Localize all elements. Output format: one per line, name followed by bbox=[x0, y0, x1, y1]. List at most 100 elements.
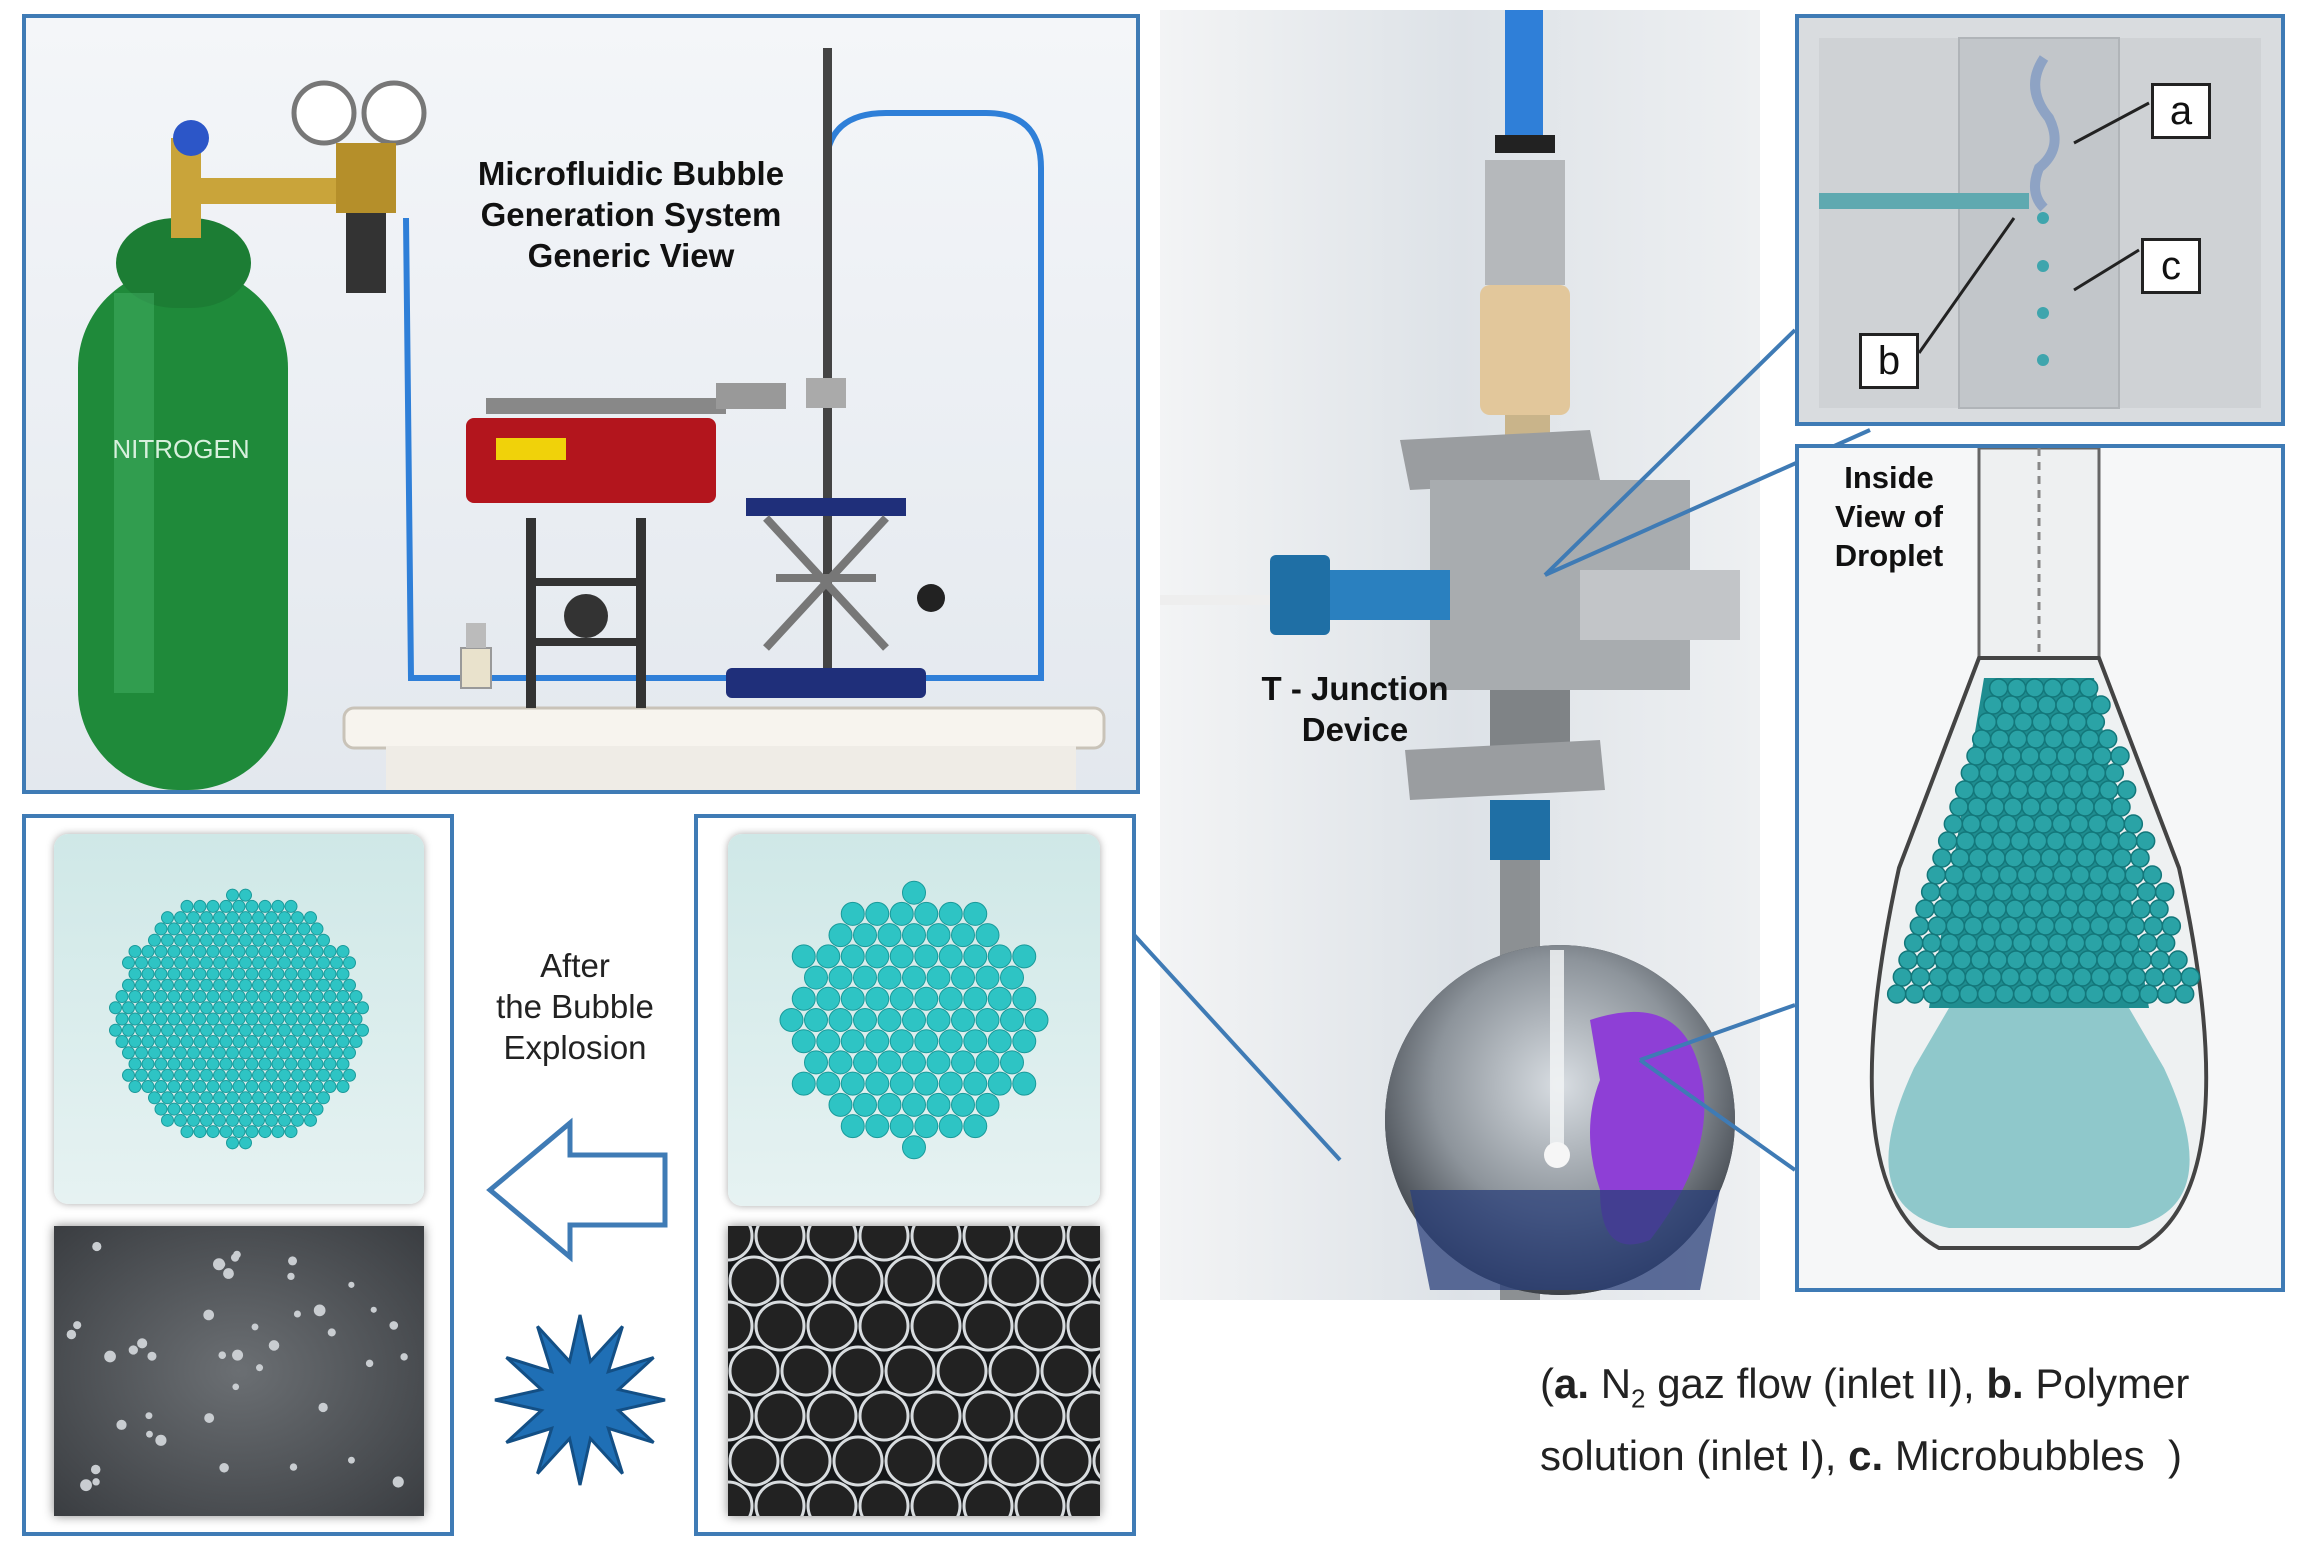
bubble bbox=[951, 1050, 975, 1075]
droplet-bubble bbox=[2013, 712, 2034, 732]
bubble bbox=[109, 1001, 122, 1015]
droplet-bubble bbox=[2042, 950, 2062, 970]
droplet-bubble bbox=[2084, 984, 2105, 1004]
bubble bbox=[889, 1029, 914, 1054]
bubble bbox=[877, 1092, 902, 1117]
sem-particle bbox=[370, 1306, 377, 1313]
droplet-bubble bbox=[1946, 967, 1967, 987]
droplet-bubble bbox=[1966, 746, 1986, 766]
droplet-bubble bbox=[1991, 831, 2012, 851]
bubble bbox=[265, 1046, 278, 1060]
bubble bbox=[804, 1050, 828, 1075]
droplet-bubble bbox=[1995, 712, 2016, 732]
droplet-bubble bbox=[2101, 933, 2122, 953]
droplet-bubble bbox=[1992, 882, 2013, 902]
sem-ring bbox=[780, 1255, 832, 1307]
droplet-bubble bbox=[2100, 882, 2121, 902]
transition-label: After the Bubble Explosion bbox=[475, 945, 675, 1068]
bubble bbox=[297, 1057, 311, 1071]
bubble bbox=[304, 911, 317, 925]
bubble bbox=[258, 1102, 272, 1116]
bubble bbox=[239, 911, 252, 925]
droplet-bubble bbox=[2104, 763, 2125, 783]
bubble bbox=[200, 1113, 213, 1127]
bubble bbox=[219, 1125, 233, 1139]
bubble bbox=[226, 1001, 239, 1015]
sem-ring bbox=[858, 1480, 910, 1516]
droplet-bubble bbox=[1979, 814, 2000, 834]
bubble bbox=[245, 899, 259, 913]
bubble bbox=[297, 1080, 311, 1094]
sem-ring bbox=[936, 1345, 988, 1397]
bubble bbox=[252, 1068, 265, 1082]
before-explosion-panel bbox=[694, 814, 1136, 1536]
bubble bbox=[174, 1113, 187, 1127]
bubble bbox=[914, 1029, 939, 1054]
bubble bbox=[828, 1092, 853, 1117]
sem-ring bbox=[754, 1300, 806, 1352]
droplet-bubble bbox=[1972, 780, 1993, 800]
sem-ring bbox=[754, 1226, 806, 1262]
droplet-bubble bbox=[2081, 831, 2102, 851]
droplet-bubble bbox=[2056, 746, 2076, 766]
droplet-bubble bbox=[1974, 882, 1995, 902]
droplet-bubble bbox=[2088, 865, 2109, 885]
bubble bbox=[252, 933, 265, 947]
bubble bbox=[239, 933, 252, 947]
droplet-bubble bbox=[2180, 967, 2201, 987]
bubble bbox=[148, 933, 161, 947]
droplet-bubble bbox=[2156, 984, 2177, 1004]
droplet-bubble bbox=[2089, 916, 2110, 936]
bubble bbox=[336, 1080, 350, 1094]
sparse-lattice-tile bbox=[54, 834, 424, 1204]
bubble bbox=[115, 1012, 129, 1026]
bubble bbox=[271, 1102, 285, 1116]
bubble bbox=[206, 1080, 220, 1094]
bubble bbox=[258, 944, 272, 958]
bubble bbox=[187, 978, 200, 992]
bubble bbox=[239, 1068, 252, 1082]
droplet-bubble bbox=[2007, 729, 2028, 749]
bubble bbox=[141, 967, 155, 981]
inline-valve bbox=[460, 647, 492, 689]
bubble bbox=[226, 1091, 239, 1105]
bubble bbox=[232, 899, 246, 913]
bubble bbox=[902, 1008, 926, 1032]
bubble bbox=[226, 978, 239, 992]
marker-a: a bbox=[2151, 83, 2211, 139]
bubble bbox=[167, 1080, 181, 1094]
droplet-bubble bbox=[2086, 763, 2107, 783]
bubble bbox=[213, 1113, 226, 1127]
droplet-bubble bbox=[1982, 967, 2003, 987]
droplet-bubble bbox=[2015, 814, 2036, 834]
droplet-bubble bbox=[1928, 967, 1949, 987]
bubble bbox=[161, 1001, 174, 1015]
sem-ring bbox=[728, 1255, 780, 1307]
droplet-bubble bbox=[2024, 678, 2045, 698]
bubble bbox=[938, 1071, 963, 1096]
droplet-bubble bbox=[1943, 814, 1964, 834]
droplet-bubble bbox=[1922, 984, 1943, 1004]
sem-particle bbox=[147, 1351, 157, 1361]
bubble bbox=[219, 1012, 233, 1026]
bench-body bbox=[386, 746, 1076, 790]
bubble bbox=[232, 989, 246, 1003]
bubble bbox=[206, 1102, 220, 1116]
regulator-knob bbox=[346, 213, 386, 293]
bubble bbox=[356, 1001, 369, 1015]
bubble bbox=[213, 1001, 226, 1015]
sem-particle bbox=[145, 1412, 153, 1420]
droplet-bubble bbox=[1933, 899, 1953, 919]
droplet-illustration bbox=[1869, 448, 2209, 1250]
bubble bbox=[200, 911, 213, 925]
bubble bbox=[323, 1057, 337, 1071]
droplet-bubble bbox=[2069, 814, 2090, 834]
bubble bbox=[148, 1046, 161, 1060]
droplet-bubble bbox=[2082, 882, 2103, 902]
bubble bbox=[840, 944, 865, 969]
droplet-bubble bbox=[2005, 899, 2025, 919]
droplet-bubble bbox=[2087, 814, 2108, 834]
bubble bbox=[291, 1001, 304, 1015]
droplet-bubble bbox=[1983, 695, 2003, 715]
bubble bbox=[963, 1114, 988, 1139]
